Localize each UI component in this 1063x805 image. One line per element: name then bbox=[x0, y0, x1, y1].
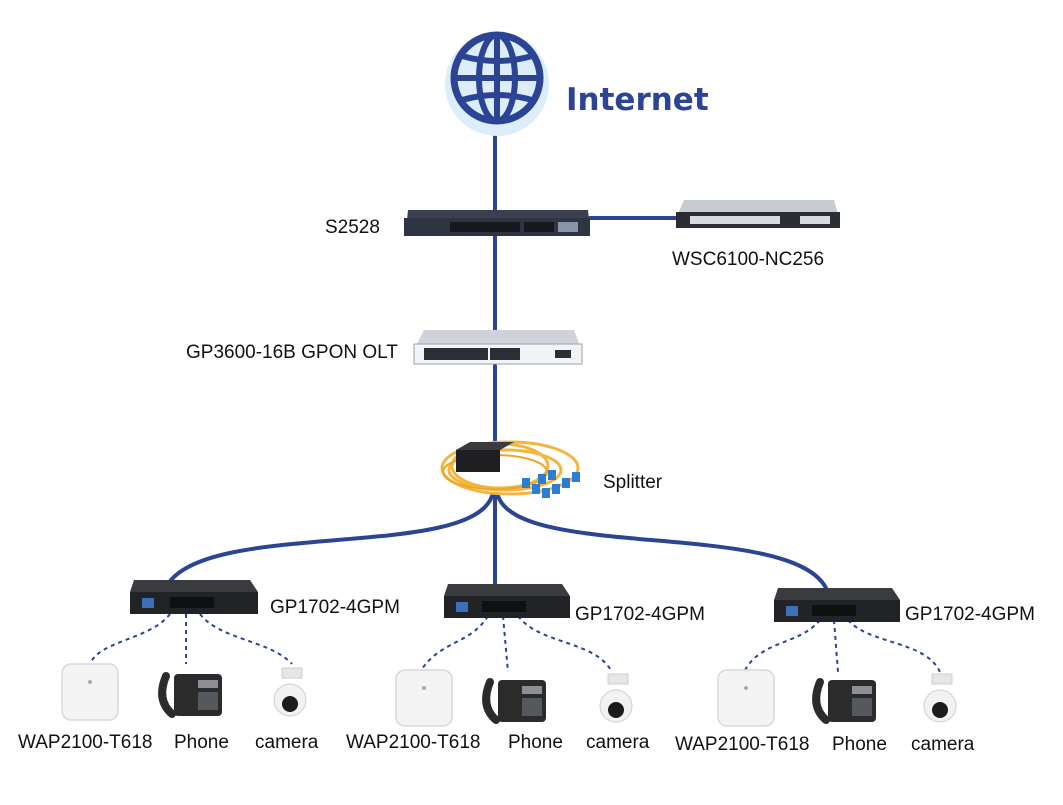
olt-label: GP3600-16B GPON OLT bbox=[186, 342, 398, 363]
dash-onu3-phone bbox=[833, 619, 839, 673]
access-point-icon bbox=[61, 663, 119, 721]
onu-icon bbox=[774, 588, 900, 622]
phone-icon bbox=[158, 672, 222, 718]
access-point-icon bbox=[717, 669, 775, 727]
device-label-phone: Phone bbox=[832, 734, 887, 755]
camera-icon bbox=[273, 667, 307, 717]
device-label-ap: WAP2100-T618 bbox=[675, 734, 810, 755]
dash-onu1-ap bbox=[89, 613, 171, 665]
splitter-icon bbox=[440, 440, 580, 498]
solid-links bbox=[166, 128, 828, 590]
onu-icon bbox=[130, 580, 258, 614]
controller-icon bbox=[676, 200, 840, 228]
switch-icon bbox=[404, 210, 590, 236]
onu-label: GP1702-4GPM bbox=[575, 604, 705, 625]
dashed-links bbox=[89, 613, 941, 673]
onu-icon bbox=[444, 584, 570, 618]
dash-onu2-ap bbox=[419, 615, 489, 673]
onu-label: GP1702-4GPM bbox=[905, 604, 1035, 625]
device-label-camera: camera bbox=[255, 732, 319, 753]
controller-label: WSC6100-NC256 bbox=[672, 249, 825, 270]
core-switch-label: S2528 bbox=[325, 217, 380, 238]
olt-icon bbox=[413, 330, 583, 365]
access-point-icon bbox=[395, 669, 453, 727]
globe-icon bbox=[445, 31, 549, 136]
device-label-phone: Phone bbox=[508, 732, 563, 753]
link-splitter-onu-1 bbox=[166, 494, 494, 586]
dash-onu1-camera bbox=[199, 613, 293, 665]
onu-label: GP1702-4GPM bbox=[270, 597, 400, 618]
device-label-camera: camera bbox=[911, 734, 975, 755]
phone-icon bbox=[812, 678, 876, 724]
dash-onu2-camera bbox=[517, 615, 613, 673]
device-label-phone: Phone bbox=[174, 732, 229, 753]
dash-onu3-camera bbox=[847, 619, 941, 673]
dash-onu3-ap bbox=[743, 619, 821, 673]
splitter-label: Splitter bbox=[603, 472, 663, 493]
link-splitter-onu-3 bbox=[496, 494, 828, 590]
dash-onu2-phone bbox=[502, 615, 509, 673]
camera-icon bbox=[599, 673, 633, 723]
device-label-ap: WAP2100-T618 bbox=[346, 732, 481, 753]
phone-icon bbox=[482, 678, 546, 724]
internet-label: Internet bbox=[566, 82, 709, 118]
camera-icon bbox=[923, 673, 957, 723]
device-label-camera: camera bbox=[586, 732, 650, 753]
device-label-ap: WAP2100-T618 bbox=[18, 732, 153, 753]
